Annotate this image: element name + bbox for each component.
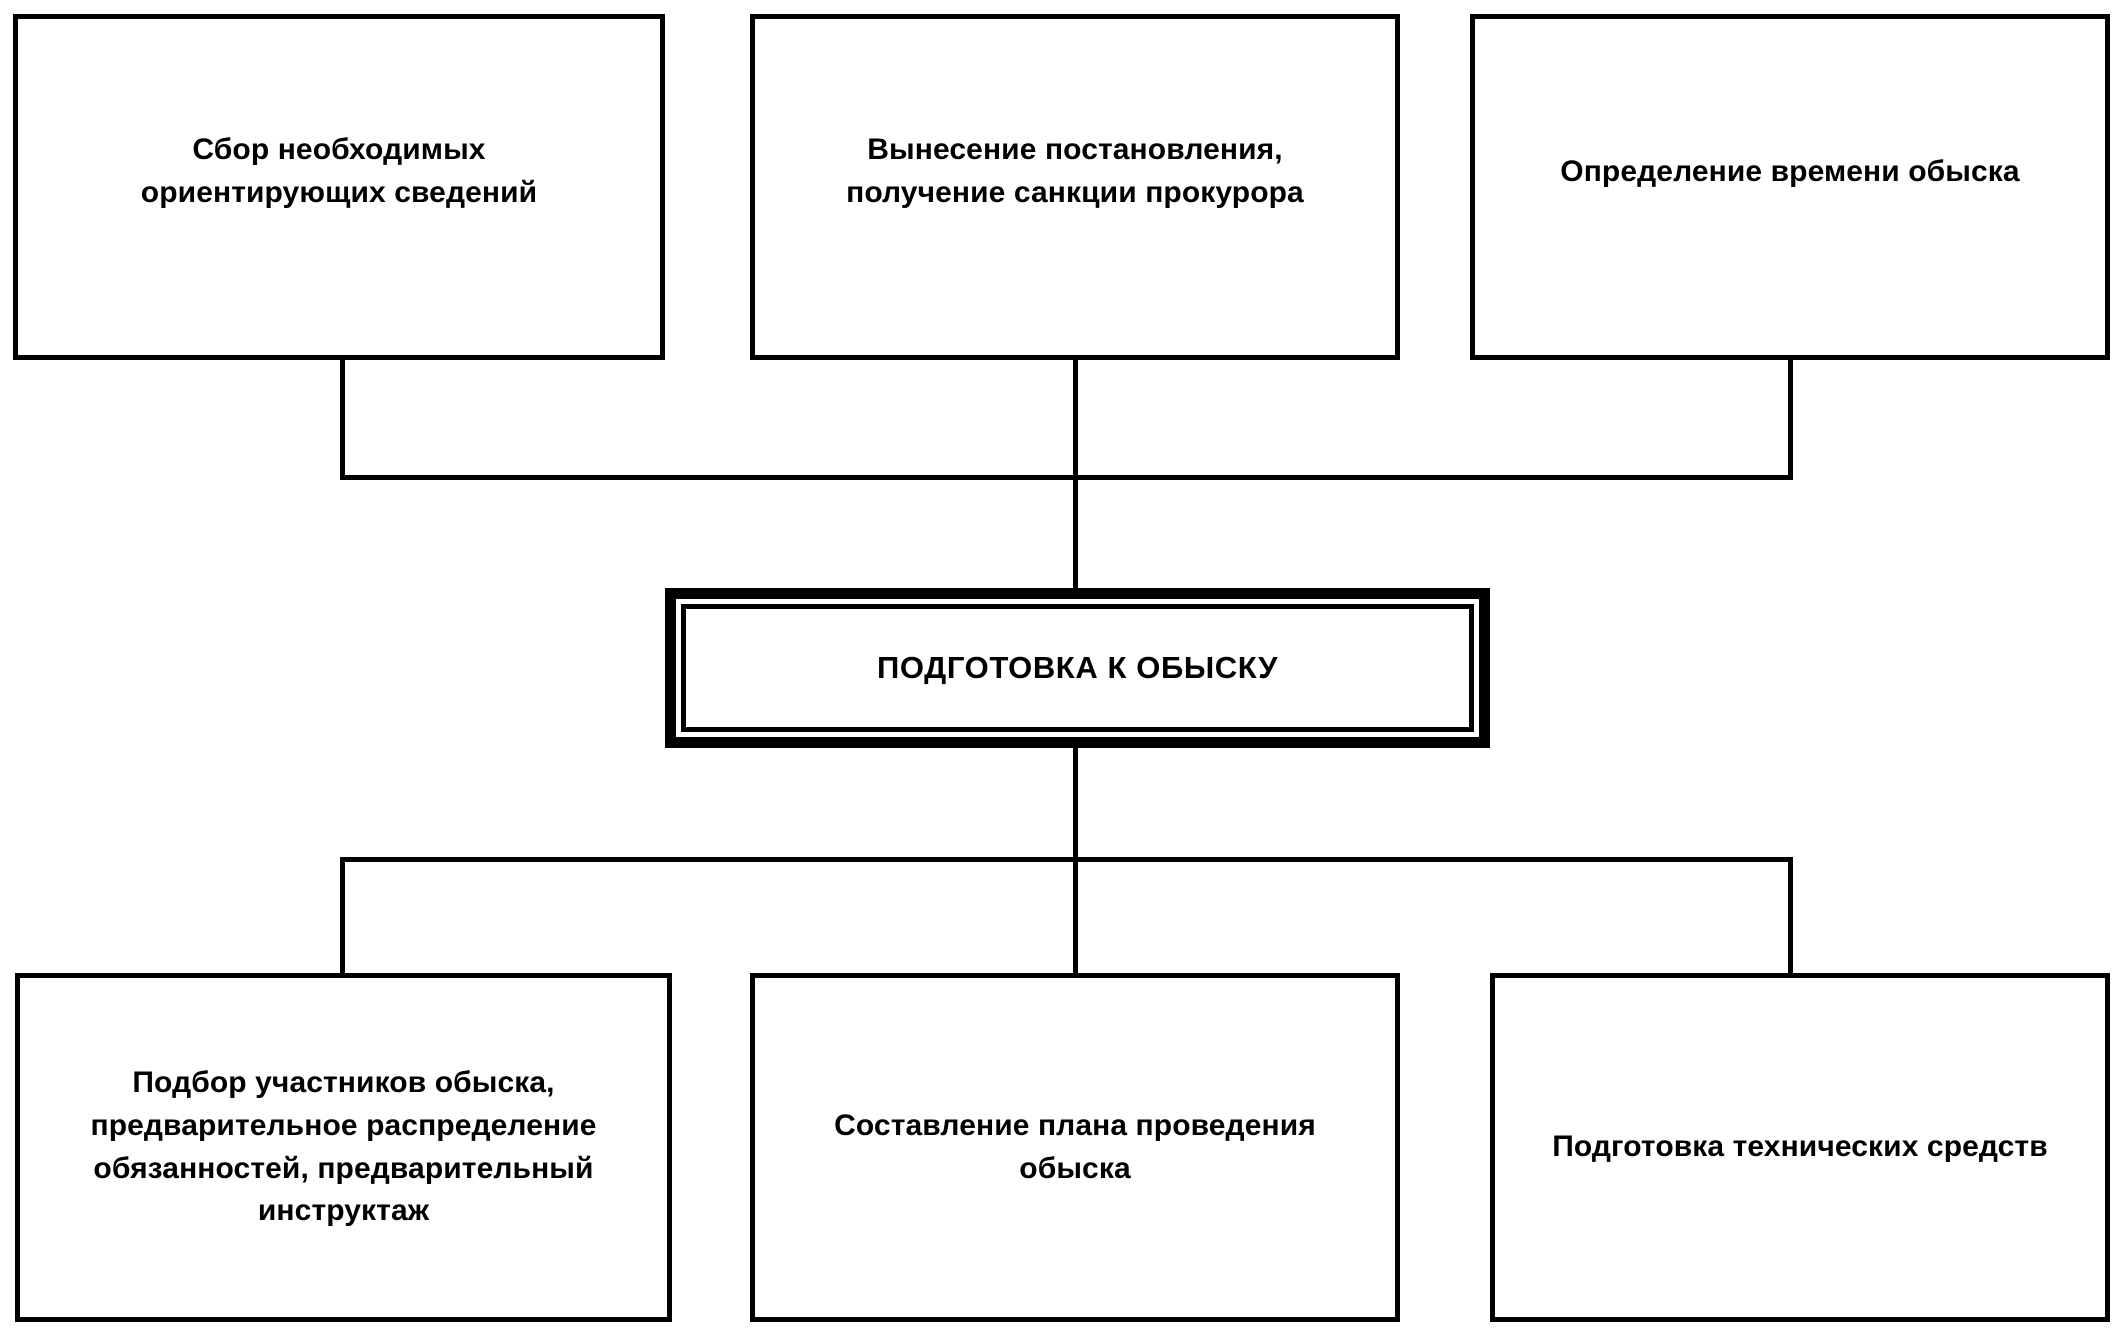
node-tehnicheskie-sredstva[interactable]: Подготовка технических средств bbox=[1490, 973, 2110, 1322]
connector-top-right-drop bbox=[1788, 358, 1793, 480]
connector-bottom-left-drop bbox=[340, 857, 345, 977]
connector-bottom-right-drop bbox=[1788, 857, 1793, 977]
node-podgotovka-k-obysku[interactable]: ПОДГОТОВКА К ОБЫСКУ bbox=[665, 588, 1490, 748]
node-plan-obyska[interactable]: Составление плана проведения обыска bbox=[750, 973, 1400, 1322]
connector-top-bus bbox=[340, 475, 1793, 480]
connector-top-left-drop bbox=[340, 358, 345, 480]
node-postanovlenie[interactable]: Вынесение постановления,получение санкци… bbox=[750, 14, 1400, 360]
node-inner-frame: ПОДГОТОВКА К ОБЫСКУ bbox=[681, 604, 1474, 732]
connector-top-center-stem bbox=[1073, 358, 1078, 590]
node-label: ПОДГОТОВКА К ОБЫСКУ bbox=[877, 650, 1278, 685]
node-label: Определение времени обыска bbox=[1560, 154, 2020, 188]
node-label: Подбор участников обыска,предварительное… bbox=[90, 1066, 597, 1228]
node-label: Составление плана проведения обыска bbox=[834, 1108, 1316, 1185]
node-vremya-obyska[interactable]: Определение времени обыска bbox=[1470, 14, 2110, 360]
node-podbor-uchastnikov[interactable]: Подбор участников обыска,предварительное… bbox=[15, 973, 672, 1322]
node-label: Подготовка технических средств bbox=[1552, 1130, 2048, 1164]
node-label: Вынесение постановления,получение санкци… bbox=[846, 133, 1304, 209]
connector-bottom-bus bbox=[340, 857, 1793, 862]
